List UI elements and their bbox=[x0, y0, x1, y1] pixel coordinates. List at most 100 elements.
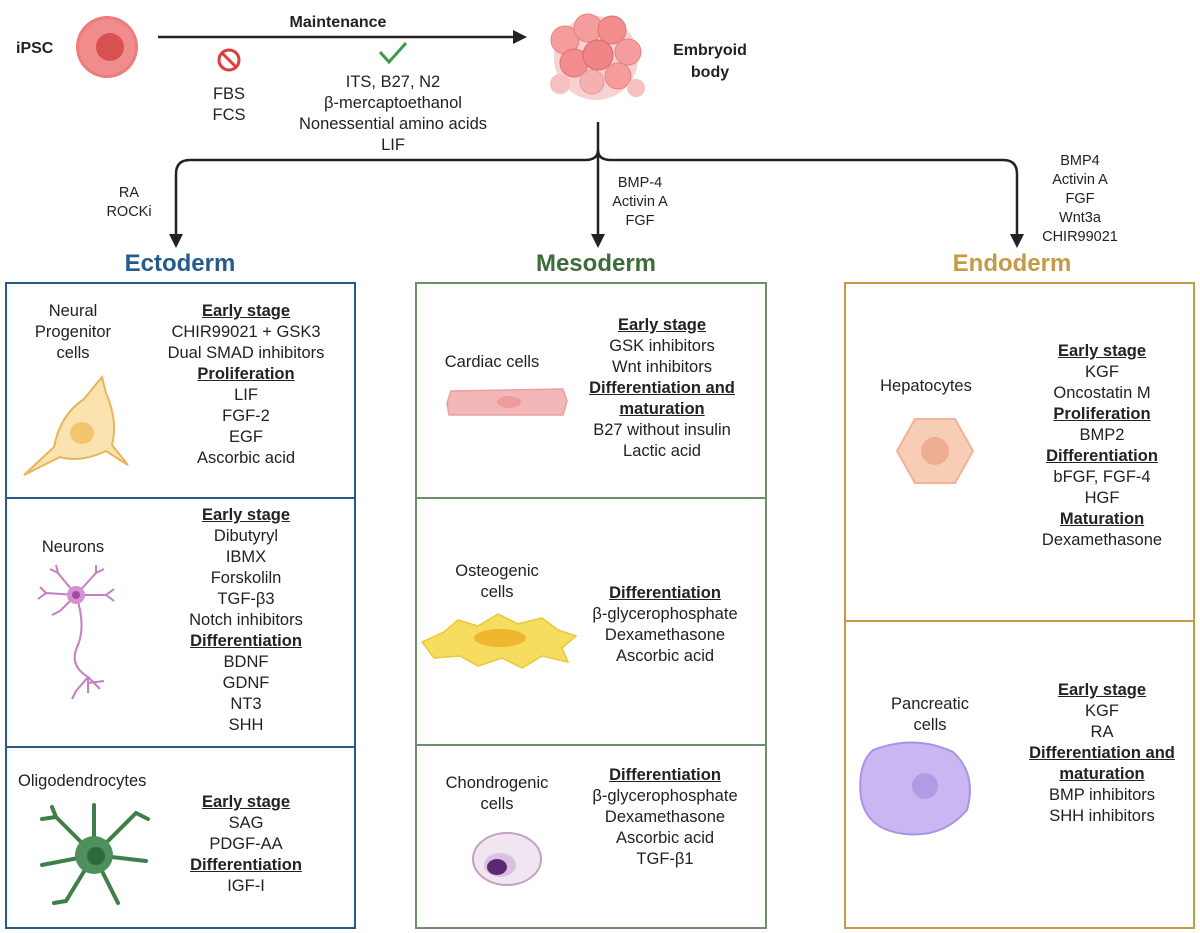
factor-item: SHH bbox=[228, 716, 264, 734]
factor-item: Forskoliln bbox=[210, 569, 282, 587]
factor-item: NT3 bbox=[230, 695, 262, 713]
ectoderm-title: Ectoderm bbox=[124, 250, 236, 277]
factor-item: RA bbox=[1090, 723, 1114, 741]
factor-item: BMP inhibitors bbox=[1048, 786, 1156, 804]
mesoderm-panel bbox=[415, 282, 767, 929]
factor-item: bFGF, FGF-4 bbox=[1053, 468, 1151, 486]
factor-item: Notch inhibitors bbox=[189, 611, 303, 629]
factor-item: CHIR99021 + GSK3 bbox=[171, 323, 321, 341]
ectoderm-panel bbox=[5, 282, 356, 929]
factor-item: β-glycerophosphate bbox=[592, 787, 738, 805]
neural-progenitor-cell-icon bbox=[23, 374, 129, 476]
factor-item: SAG bbox=[228, 814, 264, 832]
factor-item: IBMX bbox=[225, 548, 267, 566]
factor-item: HGF bbox=[1084, 489, 1120, 507]
cell-name-osteogenic: Osteogenic cells bbox=[455, 562, 539, 601]
cell-name-oligodendrocytes: Oligodendrocytes bbox=[18, 772, 147, 790]
stage-heading: Differentiation and bbox=[1029, 744, 1175, 762]
stage-heading: Differentiation bbox=[1046, 447, 1158, 465]
cell-name-neurons: Neurons bbox=[41, 538, 105, 556]
factor-item: Dexamethasone bbox=[1041, 531, 1163, 549]
cell-name-chondrogenic: Chondrogenic cells bbox=[445, 774, 549, 813]
factor-item: IGF-I bbox=[227, 877, 265, 895]
factor-item: Oncostatin M bbox=[1053, 384, 1151, 402]
factor-item: Dexamethasone bbox=[604, 626, 726, 644]
factor-item: Ascorbic acid bbox=[615, 647, 715, 665]
factor-item: Ascorbic acid bbox=[196, 449, 296, 467]
stage-heading: Early stage bbox=[201, 793, 291, 811]
factor-item: TGF-β3 bbox=[217, 590, 275, 608]
factor-item: Wnt inhibitors bbox=[612, 358, 712, 376]
stage-heading: Early stage bbox=[201, 302, 291, 320]
factor-item: BDNF bbox=[223, 653, 269, 671]
embryoid-label: Embryoid body bbox=[673, 42, 747, 81]
stage-heading: Differentiation bbox=[190, 856, 302, 874]
ectoderm-factors: RA ROCKi bbox=[106, 185, 152, 220]
stage-heading: maturation bbox=[1059, 765, 1145, 783]
stage-heading: Proliferation bbox=[1053, 405, 1151, 423]
chondrogenic-cell-icon bbox=[472, 832, 542, 886]
stage-heading: maturation bbox=[619, 400, 705, 418]
factor-item: B27 without insulin bbox=[593, 421, 731, 439]
included-list: ITS, B27, N2 β-mercaptoethanol Nonessent… bbox=[298, 73, 488, 154]
cell-name-cardiac: Cardiac cells bbox=[444, 353, 540, 371]
ectoderm-branch bbox=[174, 149, 600, 235]
stage-heading: Early stage bbox=[1057, 681, 1147, 699]
osteogenic-cell-icon bbox=[420, 613, 578, 669]
mesoderm-factors: BMP-4 Activin A FGF bbox=[612, 175, 668, 229]
cardiac-cell-icon bbox=[446, 388, 568, 416]
factor-item: Dual SMAD inhibitors bbox=[167, 344, 325, 362]
embryoid-body-icon bbox=[550, 13, 645, 100]
flow-arrows bbox=[76, 13, 1024, 248]
factor-item: KGF bbox=[1085, 363, 1119, 381]
factor-item: LIF bbox=[234, 386, 258, 404]
stage-heading: Differentiation bbox=[609, 584, 721, 602]
factor-item: Lactic acid bbox=[623, 442, 701, 460]
factor-item: GSK inhibitors bbox=[609, 337, 715, 355]
maintenance-label: Maintenance bbox=[289, 14, 387, 31]
stage-heading: Differentiation bbox=[609, 766, 721, 784]
stage-heading: Proliferation bbox=[197, 365, 295, 383]
factor-item: FGF-2 bbox=[222, 407, 270, 425]
factor-item: GDNF bbox=[222, 674, 270, 692]
factor-item: EGF bbox=[229, 428, 263, 446]
endoderm-panel bbox=[844, 282, 1195, 929]
factor-item: BMP2 bbox=[1079, 426, 1125, 444]
factor-item: β-glycerophosphate bbox=[592, 605, 738, 623]
stage-heading: Early stage bbox=[1057, 342, 1147, 360]
factor-item: Dibutyryl bbox=[213, 527, 279, 545]
mesoderm-title: Mesoderm bbox=[535, 250, 657, 277]
neuron-cell-icon bbox=[37, 564, 115, 700]
factor-item: SHH inhibitors bbox=[1049, 807, 1155, 825]
pancreatic-cell-icon bbox=[859, 741, 971, 836]
endoderm-title: Endoderm bbox=[952, 250, 1072, 277]
hepatocyte-cell-icon bbox=[895, 418, 975, 484]
factor-item: Dexamethasone bbox=[604, 808, 726, 826]
ipsc-cell-icon bbox=[76, 16, 138, 78]
endoderm-factors: BMP4 Activin A FGF Wnt3a CHIR99021 bbox=[1042, 153, 1118, 245]
factor-item: Ascorbic acid bbox=[615, 829, 715, 847]
cell-name-pancreatic: Pancreatic cells bbox=[891, 695, 969, 734]
factor-item: PDGF-AA bbox=[209, 835, 283, 853]
factor-item: TGF-β1 bbox=[636, 850, 694, 868]
factor-item: KGF bbox=[1085, 702, 1119, 720]
oligodendrocyte-cell-icon bbox=[40, 803, 150, 905]
stage-heading: Early stage bbox=[201, 506, 291, 524]
endoderm-branch bbox=[596, 149, 1019, 235]
cell-name-hepatocytes: Hepatocytes bbox=[880, 377, 972, 395]
prohibited-icon bbox=[217, 48, 241, 72]
stage-heading: Maturation bbox=[1059, 510, 1145, 528]
stage-heading: Differentiation and bbox=[589, 379, 735, 397]
stage-heading: Early stage bbox=[617, 316, 707, 334]
cell-name-neural-progenitor: Neural Progenitor cells bbox=[34, 302, 112, 362]
check-icon bbox=[378, 41, 408, 65]
excluded-list: FBS FCS bbox=[212, 85, 246, 124]
